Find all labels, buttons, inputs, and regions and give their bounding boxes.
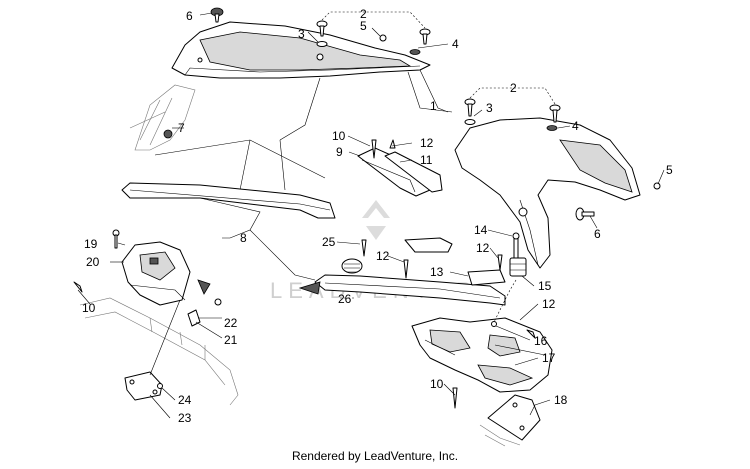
pin-10-b bbox=[73, 281, 83, 293]
washer-4-a bbox=[409, 49, 421, 55]
callout-18: 18 bbox=[554, 393, 568, 407]
callout-12-mid: 12 bbox=[376, 249, 390, 263]
callout-6-top: 6 bbox=[186, 9, 193, 23]
callout-2-right: 2 bbox=[510, 81, 517, 95]
callout-5-top: 5 bbox=[360, 19, 367, 33]
callout-4-right: 4 bbox=[572, 119, 579, 133]
leader-lines bbox=[77, 11, 665, 419]
callout-7: 7 bbox=[178, 121, 185, 135]
callout-3-right: 3 bbox=[486, 101, 493, 115]
lower-plate-23 bbox=[124, 371, 163, 401]
callout-26: 26 bbox=[338, 292, 352, 306]
clip-21 bbox=[187, 309, 201, 327]
callout-14: 14 bbox=[474, 223, 488, 237]
grommet-25 bbox=[341, 258, 363, 274]
callout-10-left: 10 bbox=[82, 301, 96, 315]
cross-rail-lower bbox=[314, 237, 506, 306]
callout-20: 20 bbox=[86, 255, 100, 269]
screw-6-right bbox=[575, 207, 595, 221]
callout-5-right: 5 bbox=[666, 163, 673, 177]
washer-3-b bbox=[464, 119, 476, 125]
callout-23: 23 bbox=[178, 411, 192, 425]
callout-12-right: 12 bbox=[476, 241, 490, 255]
screw-5-a bbox=[379, 34, 387, 42]
callout-21: 21 bbox=[224, 333, 238, 347]
arrow-marker-22 bbox=[197, 279, 211, 295]
pin-12-d bbox=[526, 329, 536, 339]
screw-19 bbox=[112, 229, 120, 249]
callout-17: 17 bbox=[542, 351, 556, 365]
callout-12-top: 12 bbox=[420, 136, 434, 150]
screw-2-a bbox=[316, 20, 328, 37]
nut-24 bbox=[157, 383, 163, 389]
callout-13: 13 bbox=[430, 265, 444, 279]
callout-11: 11 bbox=[420, 153, 433, 167]
callout-4-top: 4 bbox=[452, 37, 459, 51]
screw-16 bbox=[491, 321, 497, 327]
callout-15: 15 bbox=[538, 279, 552, 293]
frame-left-ghost bbox=[79, 84, 239, 406]
left-cover-panel bbox=[171, 21, 431, 79]
callout-19: 19 bbox=[84, 237, 98, 251]
arrow-marker-26 bbox=[298, 281, 321, 295]
screw-5-b bbox=[653, 182, 661, 190]
assembly-guides bbox=[154, 71, 453, 191]
right-cover-panel bbox=[454, 117, 641, 269]
bracket-parts bbox=[357, 147, 443, 197]
callout-24: 24 bbox=[178, 393, 192, 407]
pin-12-a bbox=[389, 139, 396, 149]
pin-10-c bbox=[452, 387, 458, 409]
callout-3-top: 3 bbox=[298, 27, 305, 41]
screw-2-c bbox=[464, 98, 476, 117]
washer-4-b bbox=[546, 125, 558, 131]
callout-1: 1 bbox=[430, 99, 437, 113]
callout-9: 9 bbox=[336, 145, 343, 159]
screw-22 bbox=[214, 298, 222, 306]
pin-10-a bbox=[371, 139, 377, 159]
right-hardware bbox=[467, 232, 527, 286]
callout-8: 8 bbox=[240, 231, 247, 245]
watermark-logo-icon bbox=[362, 200, 390, 240]
callout-10-bottom: 10 bbox=[430, 377, 444, 391]
callout-16: 16 bbox=[534, 334, 548, 348]
pin-12-c bbox=[497, 254, 503, 271]
screw-2-b bbox=[419, 28, 431, 45]
callout-labels: 6 3 5 2 4 7 1 2 3 4 5 6 10 9 12 11 8 25 … bbox=[82, 7, 673, 425]
screw-6-top bbox=[210, 7, 224, 23]
left-bracket-20 bbox=[121, 241, 191, 306]
callout-6-right: 6 bbox=[594, 227, 601, 241]
pin-12-b bbox=[403, 259, 409, 279]
footer-credit: Rendered by LeadVenture, Inc. bbox=[291, 449, 459, 463]
screw-2-d bbox=[549, 104, 561, 123]
bracket-plate-18 bbox=[479, 394, 541, 447]
callout-22: 22 bbox=[224, 316, 238, 330]
callout-10-top: 10 bbox=[332, 129, 346, 143]
mounting-plate bbox=[411, 317, 553, 393]
washer-3-a bbox=[316, 41, 328, 47]
cross-rail-upper bbox=[121, 182, 336, 219]
nut-7 bbox=[163, 129, 173, 139]
pin-25 bbox=[361, 239, 367, 257]
callout-25: 25 bbox=[322, 235, 336, 249]
callout-2-top: 2 bbox=[360, 7, 367, 21]
callout-12-bottom: 12 bbox=[542, 297, 556, 311]
fasteners bbox=[73, 7, 661, 409]
